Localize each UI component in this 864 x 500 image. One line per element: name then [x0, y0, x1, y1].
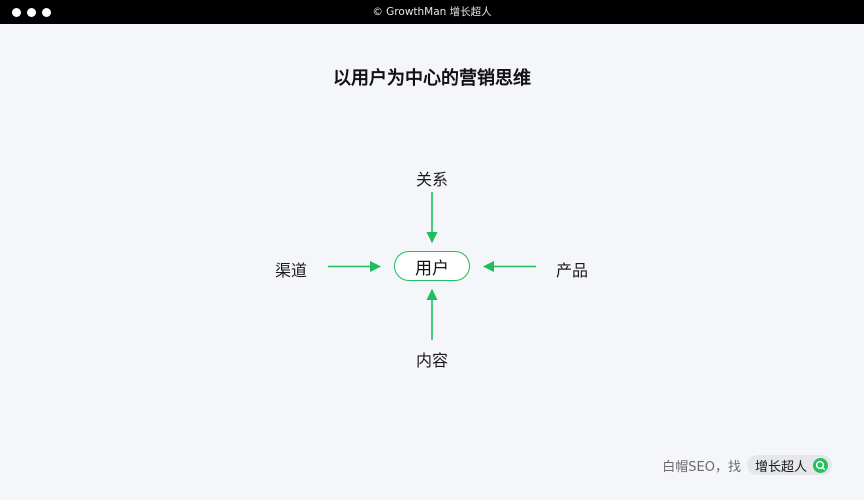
center-node-label: 用户 [415, 258, 449, 279]
diagram-title: 以用户为中心的营销思维 [333, 68, 531, 89]
node-bottom-label: 内容 [416, 351, 449, 370]
search-icon [813, 457, 828, 473]
window-title: © GrowthMan 增长超人 [372, 6, 492, 18]
node-right-label: 产品 [556, 261, 589, 280]
brand-label: 增长超人 [754, 459, 807, 475]
brand-pill[interactable]: 增长超人 [746, 455, 832, 475]
node-left-label: 渠道 [275, 261, 308, 280]
window-maximize-dot[interactable] [42, 8, 51, 17]
window-titlebar: © GrowthMan 增长超人 [0, 0, 864, 24]
node-top-label: 关系 [416, 170, 449, 189]
window-minimize-dot[interactable] [27, 8, 36, 17]
footer-watermark: 白帽SEO，找 增长超人 [662, 454, 832, 476]
center-node: 用户 [394, 251, 470, 281]
window-close-dot[interactable] [12, 8, 21, 17]
footer-text: 白帽SEO，找 [662, 459, 741, 475]
